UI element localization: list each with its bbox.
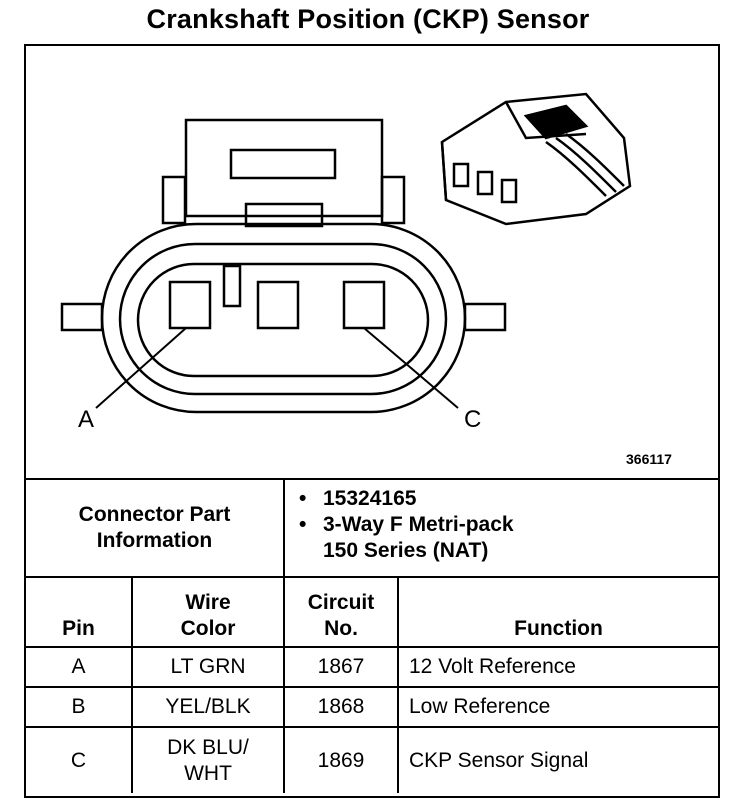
row-c-wire: DK BLU/ WHT (131, 726, 285, 793)
header-wire-color: Wire Color (131, 576, 285, 648)
table-row: A LT GRN 1867 12 Volt Reference (26, 646, 719, 688)
header-circuit: Circuit No. (283, 576, 399, 648)
connector-info-row: Connector Part Information • 15324165 • … (26, 478, 719, 578)
perspective-connector (440, 92, 632, 226)
connector-drawing (60, 92, 632, 414)
connector-label-line1: Connector Part (78, 503, 231, 526)
row-c-circuit: 1869 (283, 726, 399, 793)
connector-figure: A C 366117 (26, 46, 718, 478)
bullet-1: • (299, 487, 307, 510)
pin-label-a: A (78, 406, 95, 433)
mid-oval (118, 242, 448, 396)
pin-label-c: C (464, 406, 482, 433)
connector-part-info: • 15324165 • 3-Way F Metri-pack 150 Seri… (282, 478, 719, 578)
header-pin-label: Pin (62, 617, 95, 640)
row-a-function: 12 Volt Reference (396, 646, 719, 688)
header-function-label: Function (514, 617, 603, 640)
bullet-2: • (299, 513, 307, 536)
row-a-circuit: 1867 (283, 646, 399, 688)
header-circuit-line1: Circuit (307, 591, 375, 614)
header-wire-line2: Color (180, 617, 236, 640)
figure-id: 366117 (626, 451, 672, 467)
row-c-pin: C (26, 726, 133, 793)
pin-cavity-c (342, 280, 386, 330)
header-wire-line1: Wire (185, 591, 231, 614)
connector-series-item: 150 Series (NAT) (323, 538, 718, 564)
table-row: C DK BLU/ WHT 1869 CKP Sensor Signal (26, 726, 719, 793)
leader-c (363, 327, 459, 409)
leader-a (95, 327, 187, 409)
header-pin: Pin (26, 576, 133, 648)
part-number-item: • 15324165 (299, 486, 718, 512)
center-tab (244, 202, 324, 228)
table-row: B YEL/BLK 1868 Low Reference (26, 686, 719, 728)
row-c-function: CKP Sensor Signal (396, 726, 719, 793)
connector-series: 150 Series (NAT) (323, 539, 489, 562)
row-b-pin: B (26, 686, 133, 728)
right-latch-tab (380, 175, 406, 225)
part-number: 15324165 (323, 487, 417, 510)
row-c-wire-line1: DK BLU/ (167, 735, 249, 759)
connector-type-item: • 3-Way F Metri-pack (299, 512, 718, 538)
pin-cavity-a (168, 280, 212, 330)
left-ear (60, 302, 104, 332)
row-b-circuit: 1868 (283, 686, 399, 728)
connector-label-line2: Information (96, 529, 213, 552)
header-circuit-line2: No. (324, 617, 358, 640)
inner-oval (136, 262, 430, 378)
row-a-pin: A (26, 646, 133, 688)
latch-window (229, 148, 337, 180)
connector-table: Connector Part Information • 15324165 • … (26, 478, 719, 793)
diagram-frame: A C 366117 Connector Part Information • … (24, 44, 720, 798)
connector-part-label: Connector Part Information (26, 478, 285, 578)
table-header-row: Pin Wire Color Circuit No. Function (26, 576, 719, 648)
key-notch (222, 264, 242, 308)
row-a-wire: LT GRN (131, 646, 285, 688)
right-ear (463, 302, 507, 332)
pin-cavity-b (256, 280, 300, 330)
header-function: Function (396, 576, 719, 648)
page-title: Crankshaft Position (CKP) Sensor (146, 4, 590, 34)
latch-housing (184, 118, 384, 218)
row-b-function: Low Reference (396, 686, 719, 728)
connector-type: 3-Way F Metri-pack (323, 513, 514, 536)
left-latch-tab (161, 175, 187, 225)
row-b-wire: YEL/BLK (131, 686, 285, 728)
row-c-wire-line2: WHT (184, 761, 232, 785)
